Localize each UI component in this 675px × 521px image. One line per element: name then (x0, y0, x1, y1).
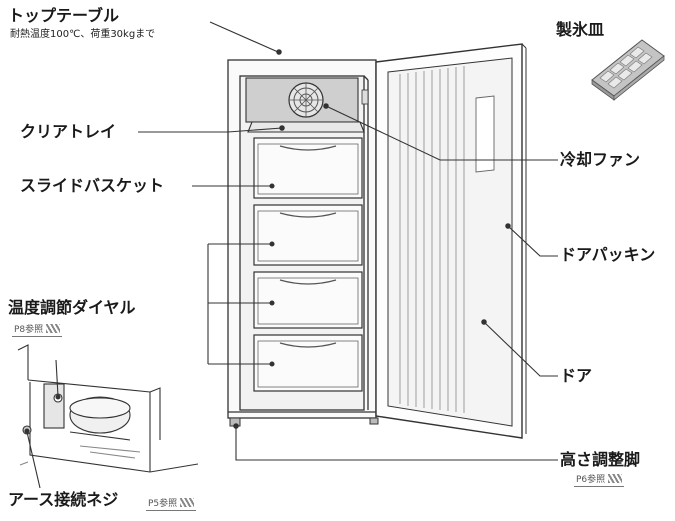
door-shape (375, 43, 527, 439)
slide-baskets (253, 137, 363, 392)
ref-height-foot: P6参照 (574, 474, 625, 487)
ref-earth-screw-text: P5参照 (148, 499, 178, 509)
label-top-table-note: 耐熱温度100℃、荷重30kgまで (10, 29, 156, 40)
label-top-table: トップテーブル (8, 6, 120, 25)
ref-arrow-icon (180, 498, 195, 507)
label-temp-dial: 温度調節ダイヤル (8, 298, 136, 317)
label-ice-tray: 製氷皿 (556, 20, 605, 39)
ref-height-foot-text: P6参照 (576, 475, 606, 485)
label-door: ドア (560, 366, 593, 385)
ice-tray-shape (591, 39, 665, 101)
label-cooling-fan: 冷却ファン (560, 150, 641, 169)
label-door-gasket: ドアパッキン (560, 245, 656, 264)
label-height-foot: 高さ調整脚 (560, 450, 641, 469)
cooling-fan-unit (245, 77, 369, 123)
inset-drawing (17, 344, 199, 473)
ref-temp-dial-text: P8参照 (14, 325, 44, 335)
ref-earth-screw: P5参照 (146, 498, 197, 511)
label-clear-tray: クリアトレイ (20, 122, 117, 141)
ref-arrow-icon (46, 324, 61, 333)
clear-tray-shape (247, 121, 365, 133)
label-slide-basket: スライドバスケット (20, 176, 165, 195)
ref-arrow-icon (608, 474, 623, 483)
ref-temp-dial: P8参照 (12, 324, 63, 337)
label-earth-screw: アース接続ネジ (8, 490, 119, 509)
leader-lines (24, 21, 558, 489)
